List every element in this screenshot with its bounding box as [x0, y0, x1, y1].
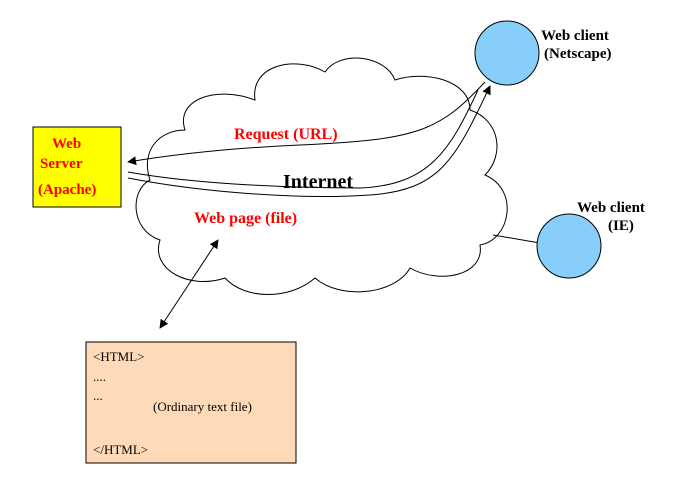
response-arrow-guide: [127, 89, 479, 189]
html-close-tag: </HTML>: [93, 442, 148, 457]
html-file-box: [85, 341, 297, 464]
netscape-client-label-line2: (Netscape): [544, 46, 611, 62]
response-label: Web page (file): [194, 210, 297, 227]
ie-client-label-line2: (IE): [608, 218, 634, 234]
internet-label: Internet: [283, 171, 353, 193]
html-dots-line1: ....: [93, 369, 106, 384]
file-link-arrow: [159, 239, 219, 329]
web-server-label-line3: (Apache): [38, 182, 96, 198]
response-arrow: [127, 85, 491, 197]
web-server-label-line1: Web: [52, 136, 81, 152]
internet-cloud: [135, 57, 508, 295]
netscape-client-label-line1: Web client: [541, 28, 609, 44]
web-server-box: [32, 126, 122, 208]
html-open-tag: <HTML>: [93, 349, 145, 364]
html-file-note: (Ordinary text file): [153, 399, 252, 414]
ie-connection-line: [492, 234, 541, 244]
request-arrow: [127, 81, 486, 166]
netscape-client-circle: [474, 20, 540, 86]
ie-client-label-line1: Web client: [577, 200, 645, 216]
web-server-label-line2: Server: [40, 156, 83, 172]
request-label: Request (URL): [234, 126, 338, 143]
ie-client-circle: [536, 213, 602, 279]
html-dots-line2: ...: [93, 388, 103, 403]
